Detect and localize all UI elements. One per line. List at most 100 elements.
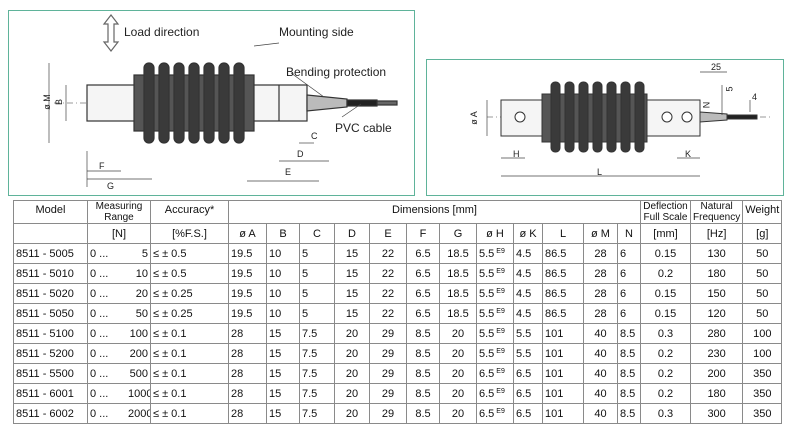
table-unit-row: [N] [%F.S.] ø A B C D E F G ø H ø K L ø … — [13, 223, 783, 244]
range-cell: 0 ...20 — [87, 283, 151, 304]
dim-k-cell: 6.5 — [513, 403, 543, 424]
top-view-drawing: ø A H K L 25 N 5 4 — [426, 59, 784, 196]
fit-tolerance: E9 — [496, 287, 505, 295]
dim-b-cell: 10 — [266, 303, 300, 324]
dim-e-cell: 22 — [369, 243, 407, 264]
dim-label-b: B — [54, 98, 65, 106]
dim-label-g: G — [107, 181, 115, 191]
dim-k-cell: 5.5 — [513, 343, 543, 364]
unit-frequency: [Hz] — [689, 223, 744, 244]
deflection-cell: 0.15 — [640, 303, 691, 324]
dim-m-cell: 40 — [583, 323, 618, 344]
dim-n-cell: 6 — [617, 243, 641, 264]
dim-label-c: C — [311, 131, 318, 141]
weight-cell: 50 — [742, 303, 783, 324]
accuracy-cell: ≤ ± 0.1 — [150, 403, 229, 424]
dim-label-f: F — [99, 161, 105, 171]
accuracy-cell: ≤ ± 0.5 — [150, 243, 229, 264]
dim-k-cell: 4.5 — [513, 283, 543, 304]
dim-c-cell: 5 — [299, 243, 335, 264]
accuracy-cell: ≤ ± 0.1 — [150, 363, 229, 384]
dim-c-cell: 7.5 — [299, 323, 335, 344]
dim-a-cell: 19.5 — [228, 303, 267, 324]
dim-c-cell: 5 — [299, 303, 335, 324]
dim-n-cell: 8.5 — [617, 343, 641, 364]
frequency-cell: 200 — [689, 363, 744, 384]
dim-c-cell: 5 — [299, 283, 335, 304]
top-view-svg — [486, 71, 772, 177]
dim-g-cell: 20 — [439, 343, 477, 364]
deflection-cell: 0.15 — [640, 243, 691, 264]
frequency-cell: 230 — [689, 343, 744, 364]
range-cell: 0 ...500 — [87, 363, 151, 384]
dim-l-cell: 86.5 — [542, 283, 584, 304]
weight-cell: 50 — [742, 283, 783, 304]
accuracy-cell: ≤ ± 0.5 — [150, 263, 229, 284]
dim-b-cell: 15 — [266, 343, 300, 364]
dim-col-g: G — [439, 223, 477, 244]
dim-a-cell: 28 — [228, 323, 267, 344]
dim-label-m: ø M — [41, 94, 52, 110]
weight-cell: 50 — [742, 243, 783, 264]
dim-f-cell: 8.5 — [406, 323, 440, 344]
dim-label-d: D — [297, 149, 304, 159]
dim-label-5: 5 — [724, 86, 735, 92]
header-accuracy: Accuracy* — [150, 200, 229, 224]
dim-k-cell: 4.5 — [513, 263, 543, 284]
accuracy-cell: ≤ ± 0.25 — [150, 303, 229, 324]
unit-weight: [g] — [742, 223, 783, 244]
dim-b-cell: 15 — [266, 363, 300, 384]
dim-label-25: 25 — [711, 62, 722, 72]
frequency-cell: 150 — [689, 283, 744, 304]
load-direction-arrow-icon — [102, 14, 120, 52]
frequency-cell: 280 — [689, 323, 744, 344]
deflection-cell: 0.2 — [640, 363, 691, 384]
dim-g-cell: 18.5 — [439, 283, 477, 304]
dim-label-h: H — [513, 149, 520, 159]
deflection-cell: 0.3 — [640, 403, 691, 424]
bending-protection-label: Bending protection — [286, 65, 387, 79]
dim-label-e: E — [285, 167, 292, 177]
dim-k-cell: 5.5 — [513, 323, 543, 344]
header-model: Model — [13, 200, 88, 224]
fit-tolerance: E9 — [496, 247, 505, 255]
dim-d-cell: 20 — [334, 363, 370, 384]
dim-d-cell: 20 — [334, 343, 370, 364]
dim-g-cell: 18.5 — [439, 263, 477, 284]
dim-g-cell: 20 — [439, 323, 477, 344]
dim-k-cell: 4.5 — [513, 243, 543, 264]
dim-label-a: ø A — [468, 111, 479, 125]
dim-col-f: F — [406, 223, 440, 244]
fit-tolerance: E9 — [496, 407, 505, 415]
dim-e-cell: 22 — [369, 263, 407, 284]
fit-tolerance: E9 — [496, 387, 505, 395]
accuracy-cell: ≤ ± 0.1 — [150, 383, 229, 404]
unit-deflection: [mm] — [640, 223, 691, 244]
dim-g-cell: 20 — [439, 383, 477, 404]
dim-col-l: L — [542, 223, 584, 244]
dim-col-c: C — [299, 223, 335, 244]
dim-k-cell: 6.5 — [513, 383, 543, 404]
fit-tolerance: E9 — [496, 347, 505, 355]
fit-tolerance: E9 — [496, 327, 505, 335]
model-cell: 8511 - 6002 — [13, 403, 88, 424]
accuracy-cell: ≤ ± 0.1 — [150, 343, 229, 364]
dim-label-l: L — [597, 167, 603, 177]
weight-cell: 50 — [742, 263, 783, 284]
load-direction-label: Load direction — [124, 25, 200, 39]
dim-m-cell: 28 — [583, 263, 618, 284]
dim-a-cell: 19.5 — [228, 243, 267, 264]
range-cell: 0 ...100 — [87, 323, 151, 344]
deflection-cell: 0.15 — [640, 283, 691, 304]
model-cell: 8511 - 5005 — [13, 243, 88, 264]
